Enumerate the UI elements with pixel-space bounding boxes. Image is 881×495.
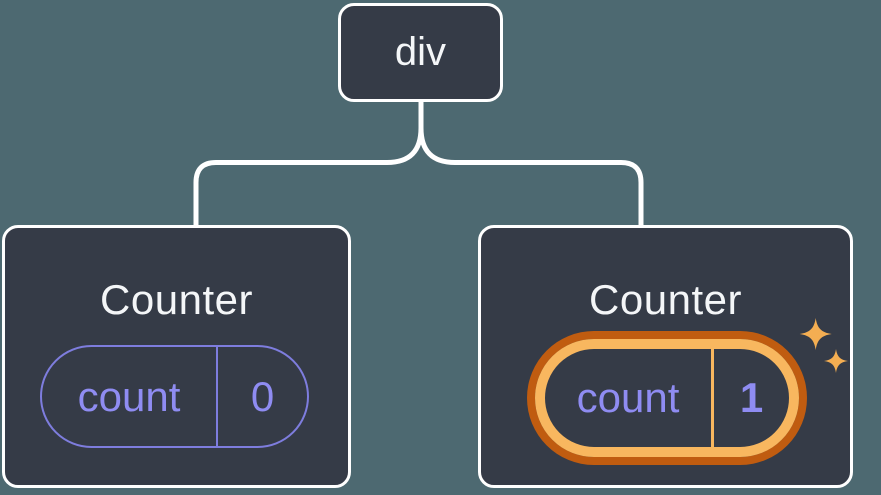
state-value: 0: [250, 372, 275, 420]
sparkle-large: [799, 318, 832, 350]
sparkle-small: [824, 349, 848, 373]
state-pill: count 0: [40, 345, 309, 448]
counter-component-node-left: Counter count 0: [2, 225, 351, 488]
component-title: Counter: [100, 276, 253, 323]
state-key-label: count: [77, 372, 181, 420]
state-pill-highlighted: count 1: [535, 339, 799, 457]
connector-left-branch: [193, 102, 424, 226]
state-key-label: count: [576, 374, 680, 421]
pill-divider: [711, 349, 714, 447]
counter-component-node-right: Counter count 1: [478, 225, 853, 488]
root-node-label: div: [394, 30, 447, 74]
root-node: div: [338, 3, 503, 102]
component-title: Counter: [589, 276, 742, 323]
pill-divider: [216, 347, 218, 446]
state-value: 1: [739, 374, 764, 421]
sparkle-icon: [799, 318, 848, 373]
connector-right-branch: [418, 102, 644, 226]
